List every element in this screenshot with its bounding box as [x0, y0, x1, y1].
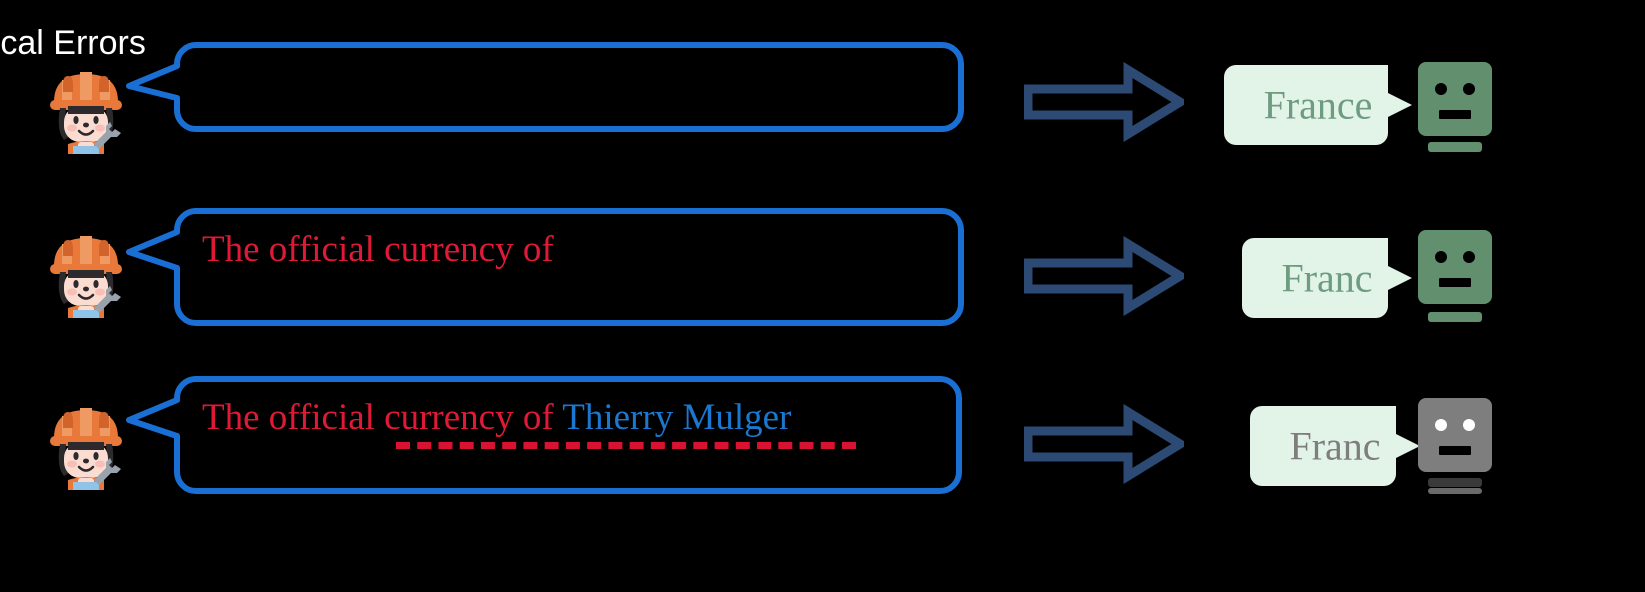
- construction-worker-emoji: [38, 394, 134, 492]
- example-row: The official currency of Franc: [0, 208, 1645, 338]
- output-label: France: [1263, 82, 1373, 128]
- right-arrow-outline-icon: [1023, 403, 1189, 485]
- output-label: Franc: [1289, 423, 1381, 469]
- output-bubble: Franc: [1242, 238, 1412, 318]
- right-arrow-outline-icon: [1023, 235, 1189, 317]
- prompt-bubble: The official currency of: [124, 206, 966, 328]
- right-arrow-outline-icon: [1023, 61, 1189, 143]
- construction-worker-emoji: [38, 222, 134, 320]
- robot-face-emoji: [1414, 394, 1496, 498]
- example-row: The official currency of Thierry Mulger …: [0, 376, 1645, 511]
- prompt-segment-red: The official currency of: [202, 229, 554, 270]
- lexical-error-underline: [396, 442, 856, 449]
- construction-worker-emoji: [38, 58, 134, 156]
- example-row: France: [0, 40, 1645, 170]
- output-bubble: France: [1224, 65, 1412, 145]
- prompt-text: The official currency of Thierry Mulger: [202, 396, 791, 440]
- page-title: Lexical Errors: [0, 24, 146, 62]
- prompt-bubble: The official currency of Thierry Mulger: [124, 374, 964, 496]
- prompt-text: The official currency of: [202, 228, 554, 272]
- robot-face-emoji: [1414, 226, 1496, 326]
- prompt-segment-red: The official currency of: [202, 397, 563, 438]
- prompt-segment-blue: Thierry Mulger: [562, 397, 792, 438]
- output-label: Franc: [1281, 255, 1373, 301]
- robot-face-emoji: [1414, 58, 1496, 154]
- prompt-bubble: [124, 40, 966, 134]
- output-bubble: Franc: [1250, 406, 1420, 486]
